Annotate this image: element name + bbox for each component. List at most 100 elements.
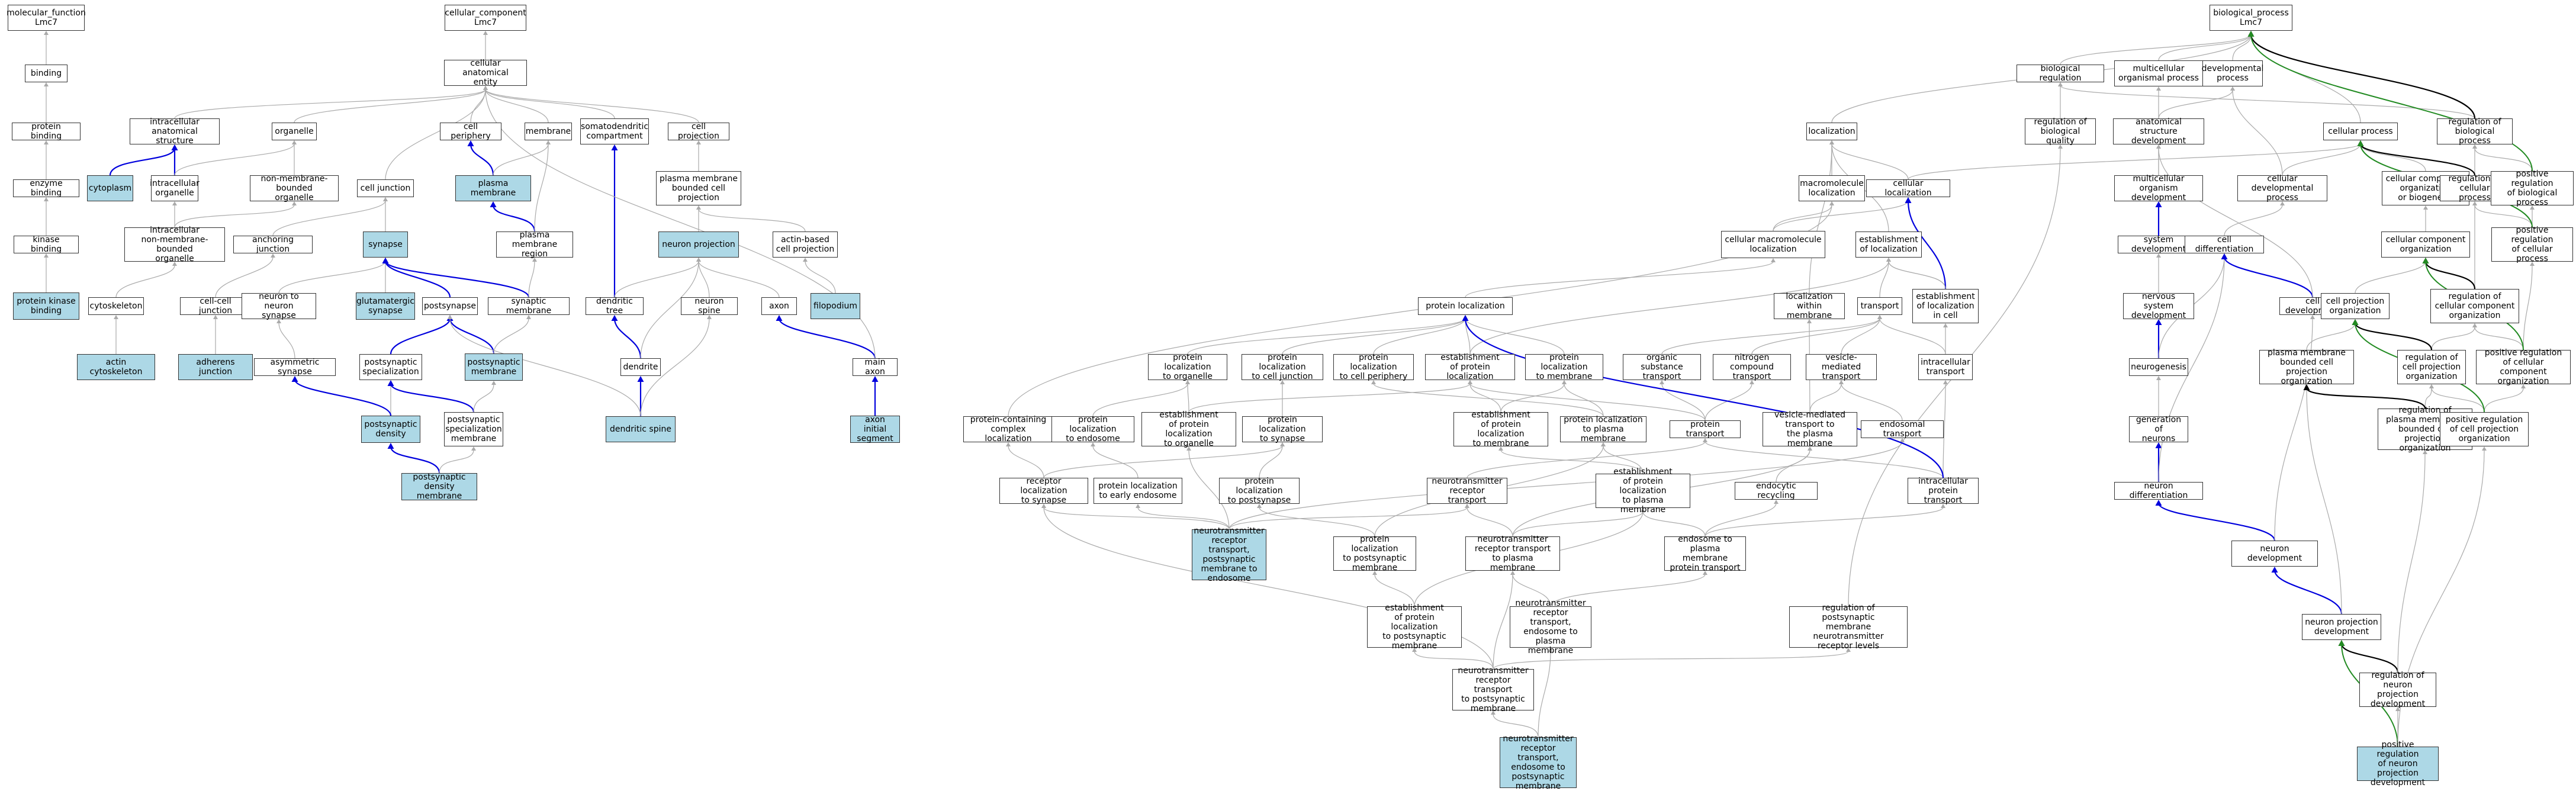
term-node-ntr-endosome-pm[interactable]: neurotransmitter receptor transport, end… (1510, 599, 1591, 655)
term-node-intra-org[interactable]: intracellular organelle (150, 175, 200, 201)
term-node-pl-membrane[interactable]: protein localization to membrane (1525, 353, 1603, 381)
term-node-loc-within-mem[interactable]: localization within membrane (1774, 292, 1845, 320)
term-node-n2n-synapse[interactable]: neuron to neuron synapse (242, 292, 316, 320)
term-node-endosomal-transport[interactable]: endosomal transport (1861, 420, 1944, 439)
term-node-post-spec-mem[interactable]: postsynaptic specialization membrane (444, 412, 503, 446)
term-node-ntr-to-pm[interactable]: neurotransmitter receptor transport to p… (1465, 535, 1560, 573)
term-node-cell-loc[interactable]: cellular localization (1866, 179, 1950, 198)
term-node-reg-postsyn-levels[interactable]: regulation of postsynaptic membrane neur… (1789, 603, 1908, 651)
term-node-pl-organelle[interactable]: protein localization to organelle (1148, 353, 1227, 381)
term-node-protein-binding[interactable]: protein binding (12, 122, 81, 141)
term-node-intracell-protein-transport[interactable]: intracellular protein transport (1908, 477, 1979, 505)
term-node-cell-junction[interactable]: cell junction (357, 179, 414, 197)
term-node-pmbcp[interactable]: plasma membrane bounded cell projection (656, 171, 741, 205)
term-node-anat-dev[interactable]: anatomical structure development (2113, 117, 2204, 146)
term-node-pl-endosome[interactable]: protein localization to endosome (1051, 415, 1134, 443)
term-node-cytoplasm[interactable]: cytoplasm (87, 175, 133, 201)
term-node-est-pl-membrane[interactable]: establishment of protein localization to… (1453, 410, 1548, 448)
term-node-pl-postsyn-membrane[interactable]: protein localization to postsynaptic mem… (1333, 535, 1416, 573)
term-node-glut-synapse[interactable]: glutamatergic synapse (356, 292, 415, 320)
term-node-synapse[interactable]: synapse (363, 231, 408, 258)
term-node-dendritic-spine[interactable]: dendritic spine (606, 416, 676, 442)
term-node-pos-reg-bio[interactable]: positive regulation of biological proces… (2491, 169, 2574, 207)
term-node-organelle[interactable]: organelle (272, 123, 317, 140)
term-node-est-pl[interactable]: establishment of protein localization (1425, 353, 1515, 381)
term-node-pl-plasma-membrane[interactable]: protein localization to plasma membrane (1560, 415, 1646, 443)
term-node-est-pl-postsyn[interactable]: establishment of protein localization to… (1367, 603, 1462, 651)
term-node-plasma-membrane[interactable]: plasma membrane (455, 175, 531, 201)
term-node-est-loc-cell[interactable]: establishment of localization in cell (1912, 289, 1979, 323)
term-node-actin-cytoskeleton[interactable]: actin cytoskeleton (77, 354, 155, 380)
term-node-psd-membrane[interactable]: postsynaptic density membrane (401, 472, 477, 501)
term-node-reg-np-dev[interactable]: regulation of neuron projection developm… (2359, 671, 2436, 709)
term-node-cc-organization[interactable]: cellular component organization (2381, 231, 2470, 258)
term-node-main-axon[interactable]: main axon (853, 358, 898, 377)
term-node-ntr-transport[interactable]: neurotransmitter receptor transport (1427, 477, 1507, 505)
term-node-pl-cell-periphery[interactable]: protein localization to cell periphery (1333, 353, 1414, 381)
term-node-pl-synapse[interactable]: protein localization to synapse (1242, 415, 1323, 443)
term-node-enzyme-binding[interactable]: enzyme binding (13, 179, 79, 198)
term-node-ntr-postsyn-endosome[interactable]: neurotransmitter receptor transport, pos… (1192, 526, 1266, 583)
term-node-asym-synapse[interactable]: asymmetric synapse (254, 358, 336, 377)
term-node-est-pl-pm[interactable]: establishment of protein localization to… (1596, 467, 1690, 515)
term-node-est-pl-organelle[interactable]: establishment of protein localization to… (1141, 410, 1236, 448)
term-node-est-loc[interactable]: establishment of localization (1855, 231, 1922, 258)
term-node-neuron-projection[interactable]: neuron projection (658, 231, 739, 258)
term-node-macro-loc[interactable]: macromolecule localization (1799, 175, 1865, 201)
term-node-pos-reg-np-dev[interactable]: positive regulation of neuron projection… (2357, 740, 2439, 787)
term-node-neuron-dev[interactable]: neuron development (2231, 541, 2318, 567)
term-node-psd[interactable]: postsynaptic density (361, 416, 420, 443)
term-node-vm-transport-pm[interactable]: vesicle-mediated transport to the plasma… (1763, 410, 1857, 448)
term-node-post-membrane[interactable]: postsynaptic membrane (465, 353, 523, 381)
term-node-ais[interactable]: axon initial segment (850, 415, 900, 443)
term-node-bp[interactable]: biological_process Lmc7 (2210, 5, 2292, 31)
term-node-cell-dev-process[interactable]: cellular developmental process (2237, 174, 2327, 202)
term-node-reg-cell-process[interactable]: regulation of cellular process (2440, 174, 2510, 202)
term-node-somatodendritic[interactable]: somatodendritic compartment (580, 118, 649, 144)
term-node-ntr-endosome-postsyn[interactable]: neurotransmitter receptor transport, end… (1500, 734, 1577, 791)
term-node-pos-reg-cc-org[interactable]: positive regulation of cellular componen… (2476, 348, 2571, 386)
term-node-dev-process[interactable]: developmental process (2202, 60, 2263, 86)
term-node-dendrite[interactable]: dendrite (620, 358, 661, 376)
term-node-transport[interactable]: transport (1857, 297, 1902, 315)
term-node-inmbo[interactable]: intracellular non-membrane-bounded organ… (124, 226, 225, 263)
term-node-nervous-dev[interactable]: nervous system development (2123, 292, 2194, 320)
term-node-membrane[interactable]: membrane (525, 123, 572, 140)
term-node-reg-bio-quality[interactable]: regulation of biological quality (2025, 117, 2096, 146)
term-node-dendritic-tree[interactable]: dendritic tree (586, 297, 644, 316)
term-node-neuron-diff[interactable]: neuron differentiation (2114, 481, 2203, 500)
term-node-multicell-dev[interactable]: multicellular organism development (2114, 174, 2203, 202)
term-node-vesicle-transport[interactable]: vesicle-mediated transport (1806, 353, 1877, 381)
term-node-cc-junction[interactable]: cell-cell junction (180, 297, 251, 316)
term-node-nmbo[interactable]: non-membrane-bounded organelle (250, 174, 339, 202)
term-node-bio-reg[interactable]: biological regulation (2017, 64, 2104, 83)
term-node-pmbcp-org[interactable]: plasma membrane bounded cell projection … (2259, 348, 2354, 386)
term-node-gen-neurons[interactable]: generation of neurons (2129, 415, 2188, 443)
term-node-np-dev[interactable]: neuron projection development (2302, 614, 2381, 640)
term-node-mf[interactable]: molecular_function Lmc7 (7, 5, 86, 31)
term-node-cellular-process[interactable]: cellular process (2323, 123, 2398, 140)
term-node-adherens[interactable]: adherens junction (178, 354, 253, 380)
term-node-reg-cp-org[interactable]: regulation of cell projection organizati… (2397, 350, 2466, 384)
term-node-intracell-transport[interactable]: intracellular transport (1918, 354, 1973, 380)
term-node-filopodium[interactable]: filopodium (811, 293, 860, 319)
term-node-pl-postsynapse[interactable]: protein localization to postsynapse (1219, 477, 1300, 505)
term-node-multicell-process[interactable]: multicellular organismal process (2114, 60, 2203, 86)
term-node-pk-binding[interactable]: protein kinase binding (13, 292, 79, 320)
term-node-cytoskeleton[interactable]: cytoskeleton (88, 297, 144, 315)
term-node-ias[interactable]: intracellular anatomical structure (130, 117, 220, 146)
term-node-cae[interactable]: cellular anatomical entity (444, 59, 527, 87)
term-node-pcc-loc[interactable]: protein-containing complex localization (963, 415, 1053, 443)
term-node-protein-transport[interactable]: protein transport (1670, 420, 1741, 439)
term-node-neuron-spine[interactable]: neuron spine (681, 297, 738, 316)
term-node-anchoring-junction[interactable]: anchoring junction (233, 235, 313, 254)
term-node-endocytic-recycling[interactable]: endocytic recycling (1735, 481, 1818, 500)
term-node-cmacro-loc[interactable]: cellular macromolecule localization (1721, 231, 1825, 258)
term-node-actin-based[interactable]: actin-based cell projection (773, 231, 838, 258)
term-node-pl-cell-junction[interactable]: protein localization to cell junction (1242, 353, 1323, 381)
term-node-organic-transport[interactable]: organic substance transport (1623, 353, 1701, 381)
term-node-ntr-to-postsyn[interactable]: neurotransmitter receptor transport to p… (1452, 666, 1534, 713)
term-node-cell-diff[interactable]: cell differentiation (2185, 235, 2264, 254)
term-node-binding[interactable]: binding (25, 65, 67, 82)
term-node-nitrogen-transport[interactable]: nitrogen compound transport (1713, 353, 1791, 381)
